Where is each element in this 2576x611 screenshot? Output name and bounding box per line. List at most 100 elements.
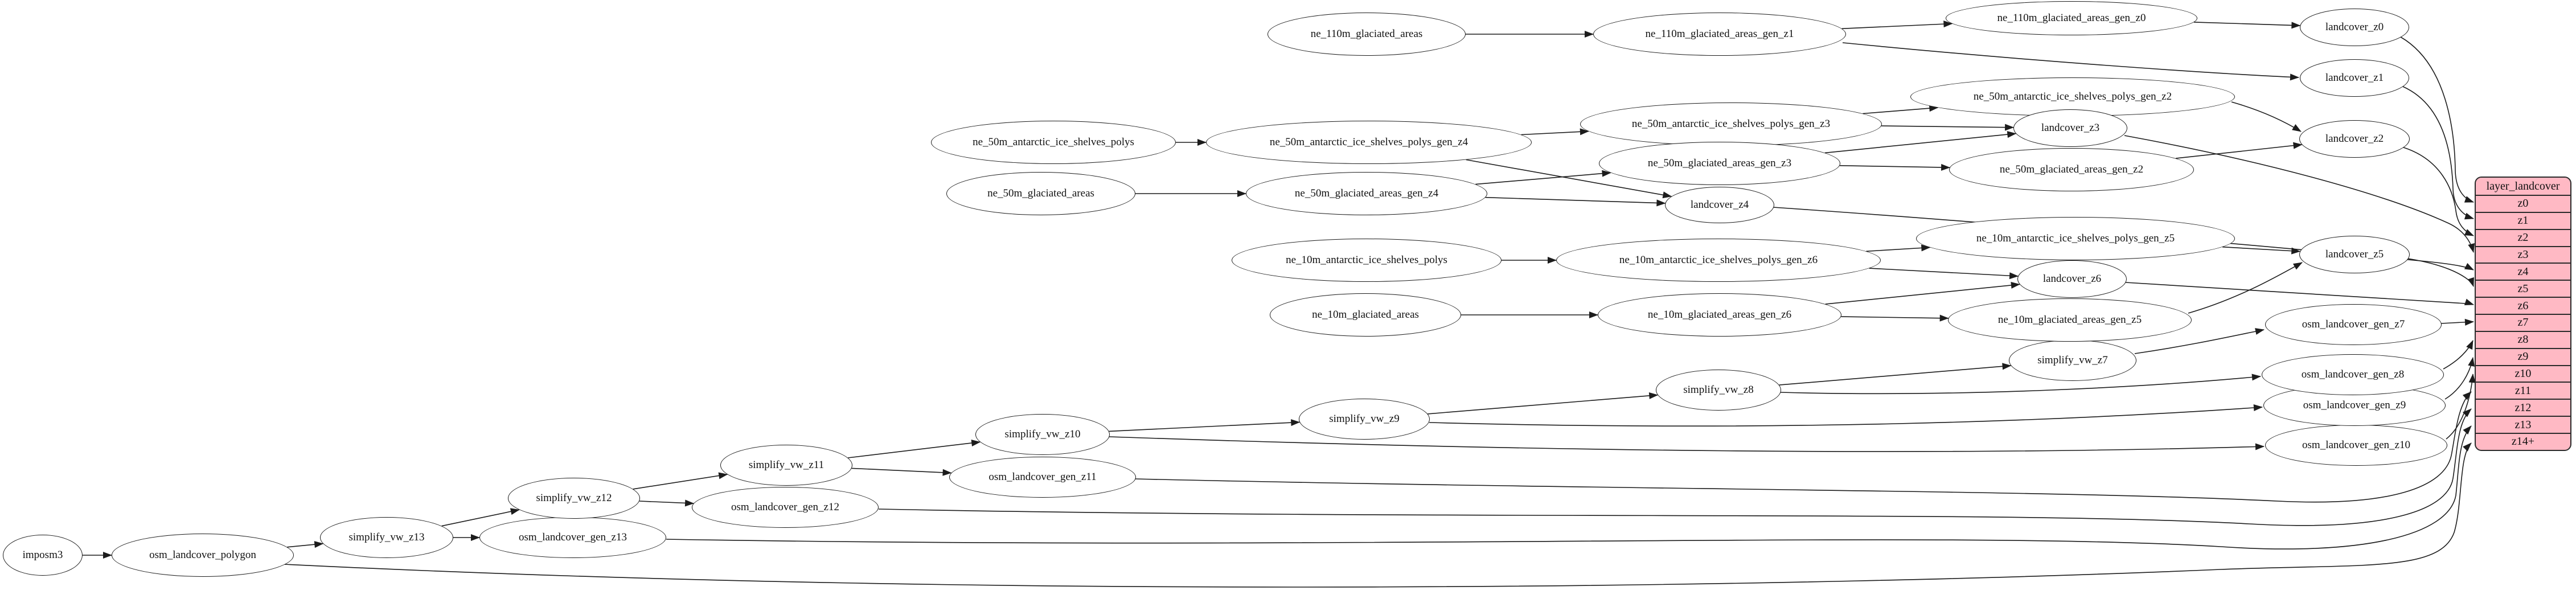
node-osm-landcover-gen-z10: osm_landcover_gen_z10 [2265, 425, 2447, 466]
edge-ne-50m-glaciated-areas-gen-z4-to-ne-50m-glaciated-areas-gen-z3 [1475, 170, 1611, 185]
table-row-z0: z0 [2476, 195, 2570, 212]
node-simplify-vw-z13: simplify_vw_z13 [320, 517, 453, 558]
node-ne-10m-antarctic-ice-shelves-polys-gen-z5: ne_10m_antarctic_ice_shelves_polys_gen_z… [1916, 217, 2235, 260]
edge-osm-landcover-gen-z13-to-layer-landcover-z13 [666, 425, 2472, 550]
edge-simplify-vw-z8-to-simplify-vw-z7 [1779, 363, 2012, 386]
edge-landcover-z5-to-layer-landcover-z5 [2407, 258, 2474, 287]
edge-simplify-vw-z11-to-osm-landcover-gen-z11 [851, 468, 952, 476]
node-label: osm_landcover_gen_z11 [988, 471, 1097, 483]
edge-simplify-vw-z13-to-simplify-vw-z12 [441, 508, 520, 527]
node-ne-110m-glaciated-areas-gen-z1: ne_110m_glaciated_areas_gen_z1 [1593, 13, 1846, 56]
table-row-z14plus: z14+ [2476, 433, 2570, 450]
node-label: osm_landcover_gen_z7 [2302, 318, 2405, 330]
node-label: landcover_z1 [2325, 72, 2384, 84]
edge-ne-50m-antarctic-ice-shelves-polys-gen-z3-to-landcover-z3 [1881, 124, 2015, 131]
table-row-z8: z8 [2476, 330, 2570, 348]
edge-landcover-z3-to-layer-landcover-z3 [2124, 135, 2475, 253]
edge-ne-50m-antarctic-ice-shelves-polys-gen-z2-to-landcover-z2 [2231, 101, 2302, 132]
edge-ne-10m-antarctic-ice-shelves-polys-gen-z6-to-landcover-z6 [1869, 268, 2019, 280]
node-label: simplify_vw_z12 [536, 492, 612, 504]
edge-simplify-vw-z10-to-simplify-vw-z9 [1109, 419, 1301, 432]
node-label: ne_110m_glaciated_areas_gen_z1 [1645, 28, 1794, 40]
table-row-z5: z5 [2476, 280, 2570, 297]
edge-simplify-vw-z12-to-simplify-vw-z11 [633, 472, 728, 490]
node-ne-110m-glaciated-areas-gen-z0: ne_110m_glaciated_areas_gen_z0 [1946, 1, 2197, 35]
node-landcover-z3: landcover_z3 [2013, 109, 2127, 147]
node-label: simplify_vw_z8 [1683, 384, 1754, 396]
node-label: ne_10m_antarctic_ice_shelves_polys [1286, 254, 1447, 266]
node-ne-10m-glaciated-areas-gen-z6: ne_10m_glaciated_areas_gen_z6 [1598, 293, 1841, 337]
edge-landcover-z4-to-layer-landcover-z4 [1773, 207, 2474, 270]
node-osm-landcover-gen-z7: osm_landcover_gen_z7 [2265, 304, 2442, 345]
node-osm-landcover-gen-z12: osm_landcover_gen_z12 [692, 487, 879, 528]
table-row-z1: z1 [2476, 211, 2570, 229]
edge-ne-110m-glaciated-areas-gen-z1-to-ne-110m-glaciated-areas-gen-z0 [1841, 20, 1953, 30]
node-label: simplify_vw_z9 [1329, 413, 1400, 425]
table-row-z6: z6 [2476, 297, 2570, 314]
edge-osm-landcover-polygon-to-simplify-vw-z13 [287, 541, 324, 548]
edge-landcover-z6-to-layer-landcover-z6 [2125, 282, 2474, 305]
edge-ne-50m-glaciated-areas-gen-z4-to-landcover-z4 [1485, 196, 1666, 207]
table-title: layer_landcover [2486, 179, 2560, 192]
node-label: osm_landcover_gen_z10 [2302, 439, 2410, 451]
edge-simplify-vw-z9-to-simplify-vw-z8 [1428, 392, 1659, 415]
node-label: landcover_z5 [2325, 248, 2384, 260]
edge-ne-110m-glaciated-areas-gen-z1-to-landcover-z1 [1842, 42, 2299, 81]
edge-ne-110m-glaciated-areas-gen-z0-to-landcover-z0 [2193, 22, 2301, 29]
node-label: ne_10m_antarctic_ice_shelves_polys_gen_z… [1619, 254, 1818, 266]
node-landcover-z5: landcover_z5 [2299, 236, 2410, 273]
node-imposm3: imposm3 [3, 535, 83, 576]
table-row-z11: z11 [2476, 382, 2570, 399]
node-label: landcover_z3 [2041, 122, 2100, 134]
table-row-z7: z7 [2476, 314, 2570, 331]
node-label: simplify_vw_z10 [1004, 428, 1081, 440]
edge-osm-landcover-gen-z7-to-layer-landcover-z7 [2440, 318, 2474, 326]
edge-ne-10m-glaciated-areas-gen-z6-to-ne-10m-glaciated-areas-gen-z5 [1841, 314, 1949, 322]
node-ne-50m-glaciated-areas: ne_50m_glaciated_areas [946, 172, 1135, 215]
edge-ne-50m-glaciated-areas-gen-z2-to-landcover-z2 [2176, 142, 2303, 159]
node-ne-50m-glaciated-areas-gen-z3: ne_50m_glaciated_areas_gen_z3 [1599, 142, 1840, 185]
node-label: osm_landcover_gen_z12 [731, 501, 839, 513]
node-label: landcover_z6 [2042, 273, 2102, 285]
node-label: osm_landcover_gen_z13 [519, 531, 627, 543]
table-row-z13: z13 [2476, 416, 2570, 433]
table-row-z9: z9 [2476, 347, 2570, 365]
table-row-z4: z4 [2476, 263, 2570, 280]
edge-ne-50m-glaciated-areas-gen-z3-to-landcover-z3 [1824, 131, 2017, 154]
node-label: osm_landcover_gen_z8 [2301, 368, 2405, 380]
node-simplify-vw-z12: simplify_vw_z12 [508, 478, 640, 519]
node-label: landcover_z2 [2325, 133, 2384, 145]
node-ne-50m-antarctic-ice-shelves-polys-gen-z4: ne_50m_antarctic_ice_shelves_polys_gen_z… [1206, 121, 1532, 164]
node-label: ne_50m_antarctic_ice_shelves_polys_gen_z… [1269, 136, 1469, 148]
node-label: imposm3 [22, 549, 63, 561]
table-row-z12: z12 [2476, 399, 2570, 416]
node-label: ne_50m_antarctic_ice_shelves_polys_gen_z… [1973, 91, 2172, 102]
edge-osm-landcover-polygon-to-layer-landcover-z14plus [284, 442, 2472, 588]
node-osm-landcover-gen-z13: osm_landcover_gen_z13 [479, 517, 666, 558]
node-label: ne_10m_glaciated_areas_gen_z6 [1647, 309, 1792, 321]
edge-ne-50m-glaciated-areas-gen-z3-to-ne-50m-glaciated-areas-gen-z2 [1839, 163, 1951, 171]
node-simplify-vw-z7: simplify_vw_z7 [2009, 340, 2136, 381]
node-label: simplify_vw_z13 [348, 531, 425, 543]
node-label: osm_landcover_gen_z9 [2303, 399, 2406, 411]
node-osm-landcover-gen-z11: osm_landcover_gen_z11 [949, 457, 1136, 498]
node-label: simplify_vw_z7 [2037, 354, 2108, 366]
node-label: landcover_z4 [1690, 199, 1749, 211]
edge-osm-landcover-gen-z12-to-layer-landcover-z12 [878, 408, 2472, 526]
node-landcover-z0: landcover_z0 [2300, 9, 2409, 46]
node-simplify-vw-z11: simplify_vw_z11 [720, 445, 852, 486]
node-ne-10m-glaciated-areas-gen-z5: ne_10m_glaciated_areas_gen_z5 [1948, 298, 2192, 342]
node-label: ne_50m_antarctic_ice_shelves_polys_gen_z… [1631, 118, 1831, 130]
edge-simplify-vw-z10-to-osm-landcover-gen-z10 [1109, 436, 2265, 452]
node-landcover-z2: landcover_z2 [2299, 120, 2410, 158]
edge-osm-landcover-gen-z9-to-layer-landcover-z9 [2444, 357, 2475, 400]
edge-ne-50m-antarctic-ice-shelves-polys-gen-z3-to-ne-50m-antarctic-ice-shelves-polys-gen-z2 [1863, 105, 1939, 114]
node-simplify-vw-z8: simplify_vw_z8 [1656, 370, 1781, 411]
node-ne-10m-antarctic-ice-shelves-polys-gen-z6: ne_10m_antarctic_ice_shelves_polys_gen_z… [1556, 239, 1881, 282]
edge-ne-10m-glaciated-areas-gen-z6-to-landcover-z6 [1825, 281, 2020, 305]
table-row-z3: z3 [2476, 245, 2570, 263]
node-simplify-vw-z9: simplify_vw_z9 [1299, 399, 1430, 440]
